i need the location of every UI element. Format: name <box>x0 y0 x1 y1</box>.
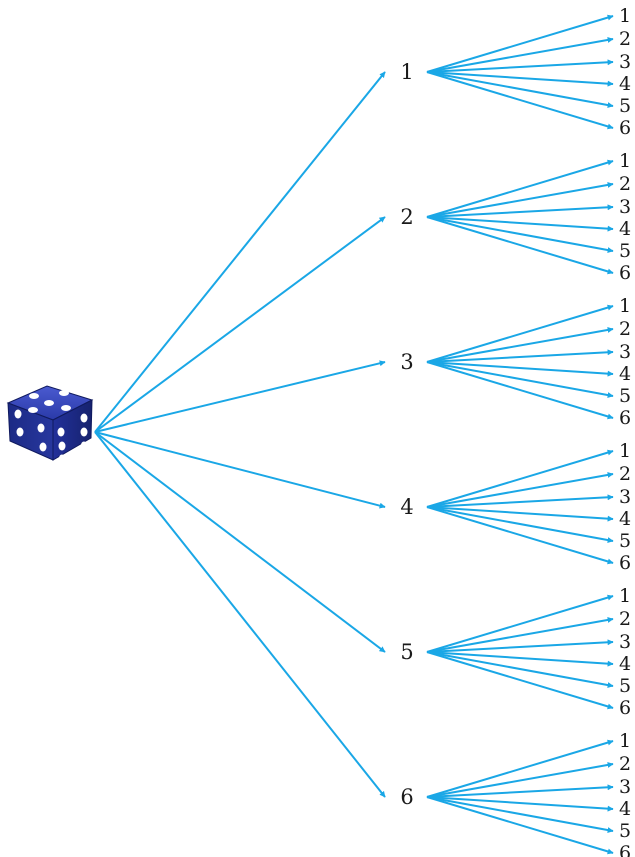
second-roll-label-6-1: 1 <box>619 730 631 752</box>
first-roll-label-4: 4 <box>400 495 413 519</box>
second-roll-label-5-5: 5 <box>619 675 631 697</box>
second-roll-label-2-6: 6 <box>619 262 631 284</box>
first-roll-arrow-2 <box>95 217 385 432</box>
second-roll-label-3-2: 2 <box>619 318 631 340</box>
second-roll-label-1-5: 5 <box>619 95 631 117</box>
second-roll-label-3-6: 6 <box>619 407 631 429</box>
first-roll-label-3: 3 <box>400 350 413 374</box>
second-roll-label-5-1: 1 <box>619 585 631 607</box>
first-roll-label-2: 2 <box>400 205 413 229</box>
second-roll-label-4-4: 4 <box>619 508 631 530</box>
die-icon <box>8 386 92 462</box>
second-roll-label-1-4: 4 <box>619 73 631 95</box>
second-roll-label-4-2: 2 <box>619 463 631 485</box>
second-roll-label-3-3: 3 <box>619 341 631 363</box>
second-roll-label-4-5: 5 <box>619 530 631 552</box>
first-roll-arrow-1 <box>95 72 385 432</box>
first-roll-arrow-3 <box>95 362 385 432</box>
second-roll-label-1-1: 1 <box>619 5 631 27</box>
second-roll-label-5-3: 3 <box>619 631 631 653</box>
second-roll-label-1-3: 3 <box>619 51 631 73</box>
first-roll-arrow-5 <box>95 432 385 652</box>
second-roll-label-2-1: 1 <box>619 150 631 172</box>
first-roll-arrow-4 <box>95 432 385 507</box>
second-roll-label-2-2: 2 <box>619 173 631 195</box>
second-roll-label-6-2: 2 <box>619 753 631 775</box>
second-roll-label-6-4: 4 <box>619 798 631 820</box>
second-roll-label-3-4: 4 <box>619 363 631 385</box>
second-roll-label-2-4: 4 <box>619 218 631 240</box>
second-roll-label-4-6: 6 <box>619 552 631 574</box>
second-roll-label-3-5: 5 <box>619 385 631 407</box>
second-roll-label-5-6: 6 <box>619 697 631 719</box>
second-roll-label-4-1: 1 <box>619 440 631 462</box>
first-roll-label-5: 5 <box>400 640 413 664</box>
second-roll-label-2-5: 5 <box>619 240 631 262</box>
branches <box>95 16 613 853</box>
first-roll-arrow-6 <box>95 432 385 797</box>
labels: 1123456212345631234564123456512345661234… <box>400 5 631 857</box>
first-roll-label-1: 1 <box>400 60 413 84</box>
second-roll-label-4-3: 3 <box>619 486 631 508</box>
second-roll-label-3-1: 1 <box>619 295 631 317</box>
second-roll-label-6-6: 6 <box>619 842 631 857</box>
second-roll-label-6-5: 5 <box>619 820 631 842</box>
second-roll-label-2-3: 3 <box>619 196 631 218</box>
second-roll-label-1-6: 6 <box>619 117 631 139</box>
first-roll-label-6: 6 <box>400 785 413 809</box>
second-roll-label-1-2: 2 <box>619 28 631 50</box>
second-roll-label-6-3: 3 <box>619 776 631 798</box>
second-roll-label-5-4: 4 <box>619 653 631 675</box>
second-roll-label-5-2: 2 <box>619 608 631 630</box>
